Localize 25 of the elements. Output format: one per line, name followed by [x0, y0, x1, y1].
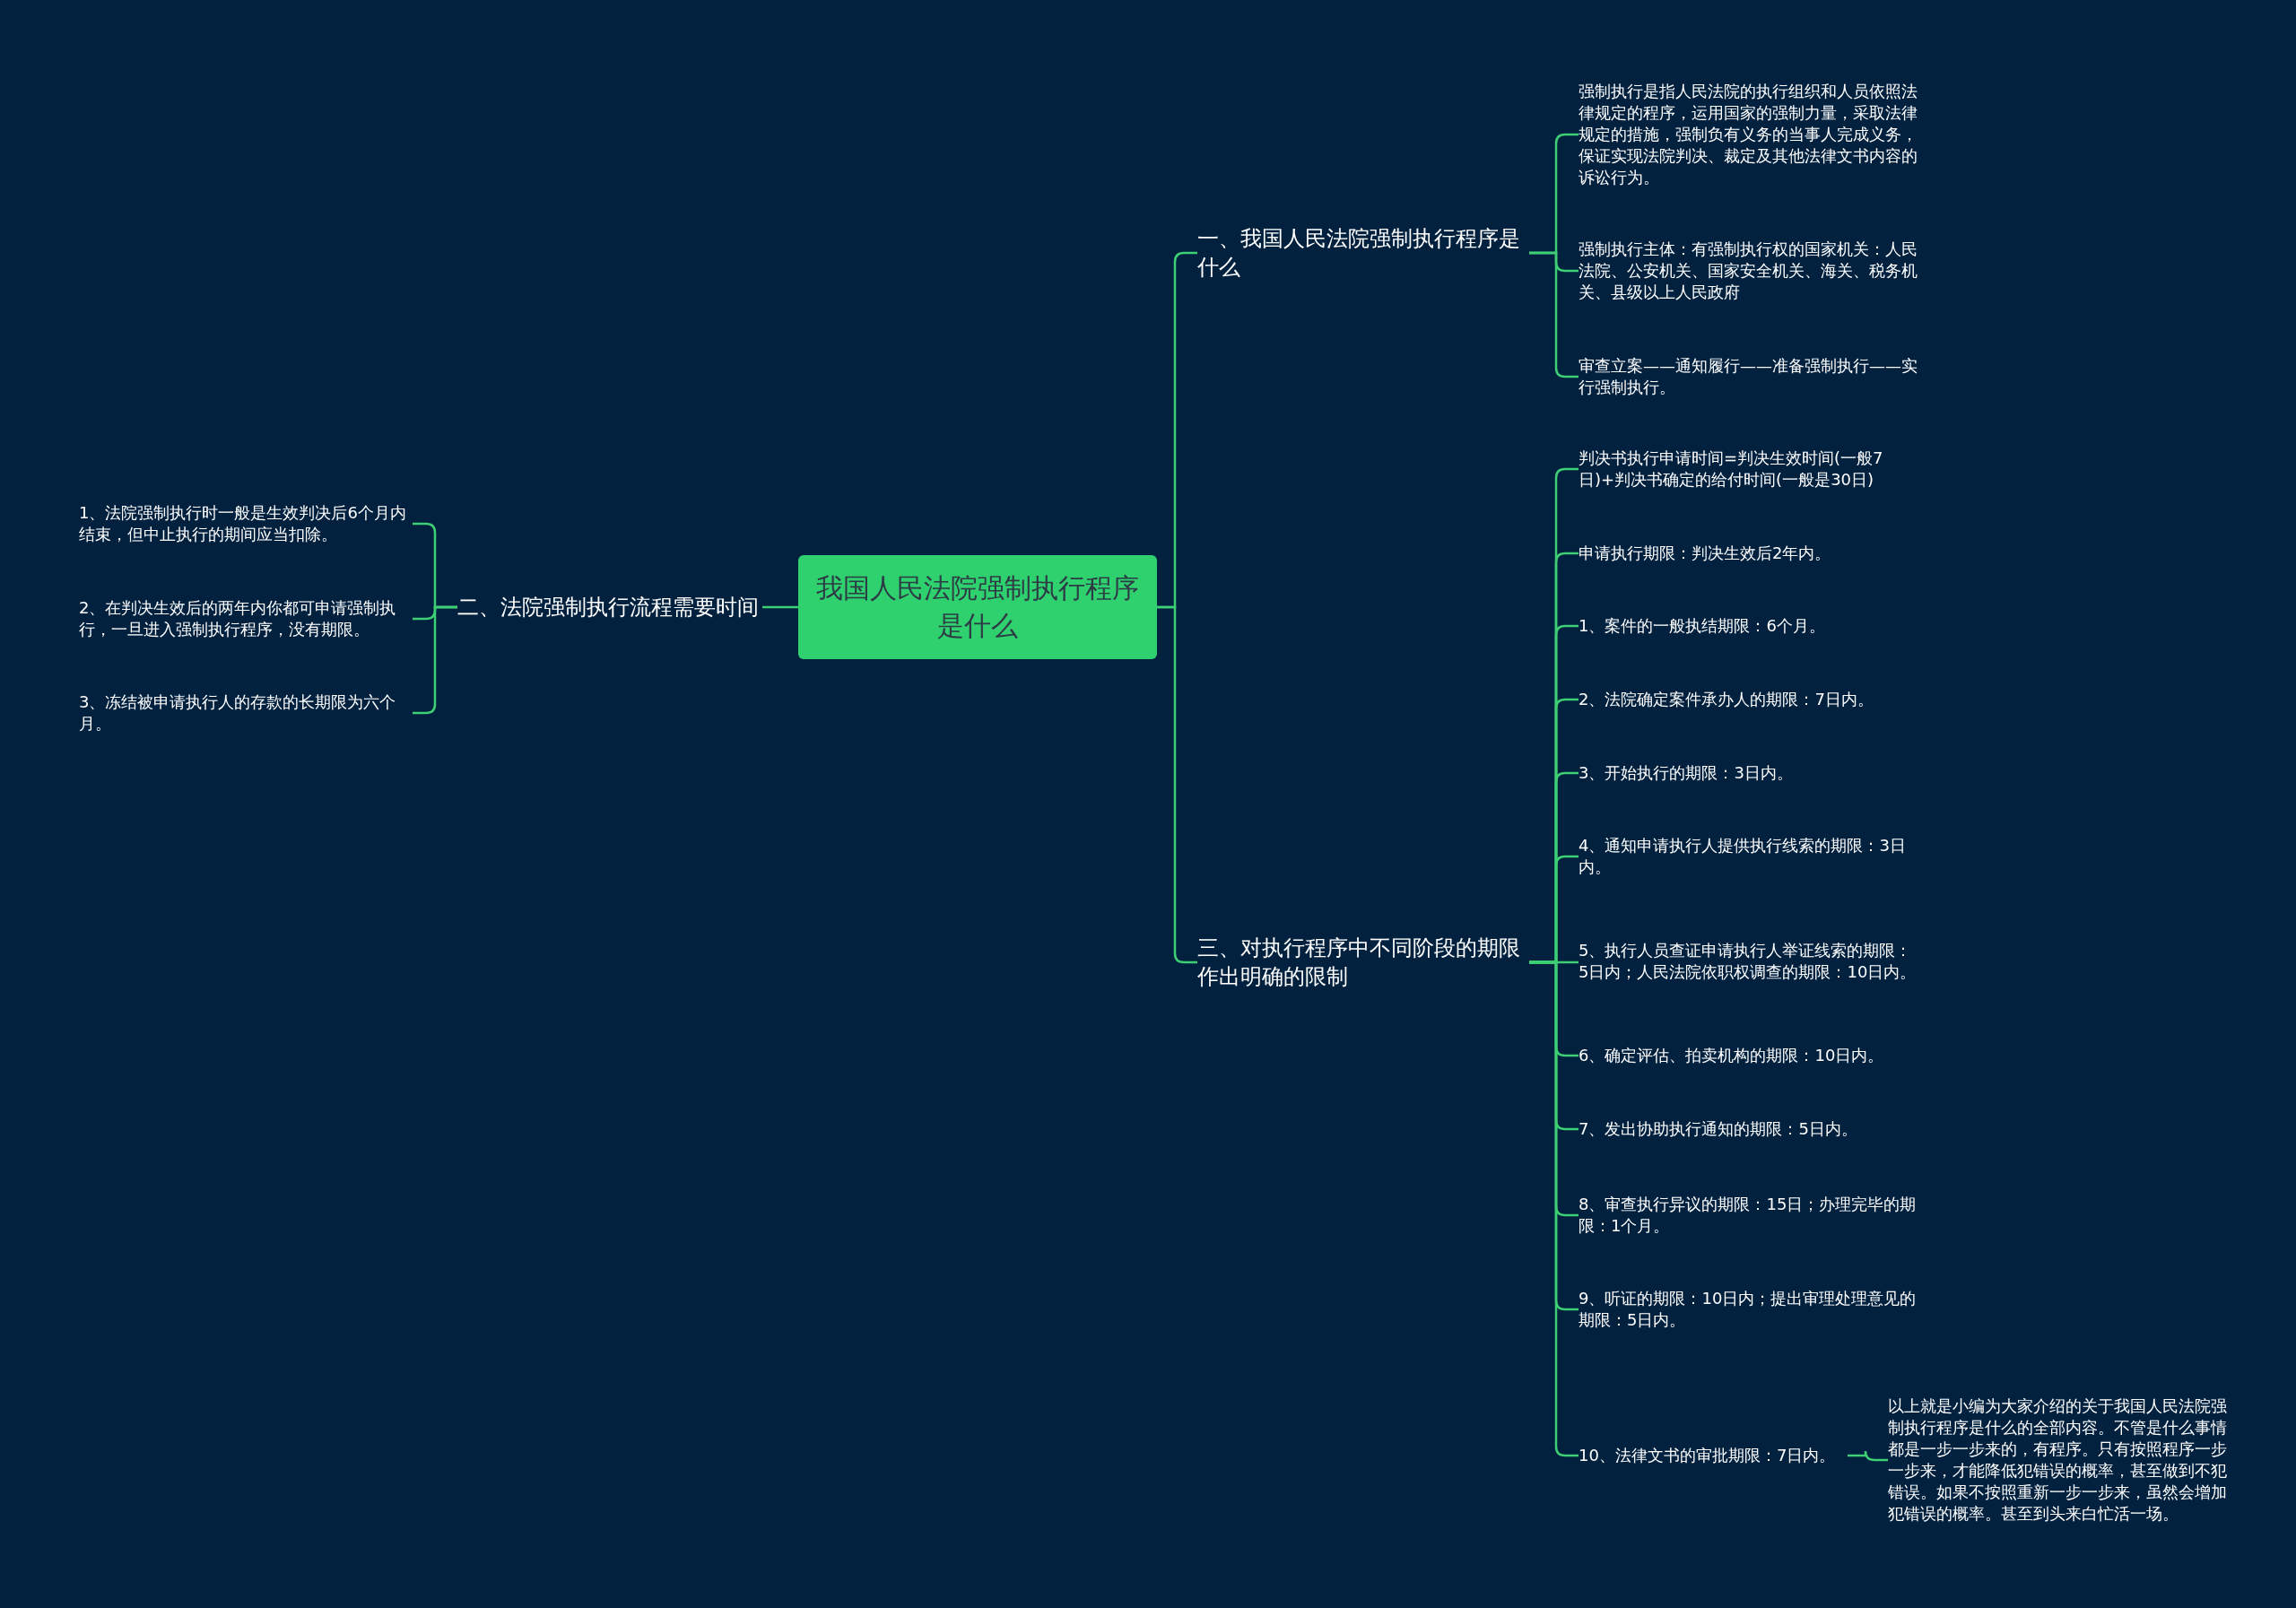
branch-topic: 一、我国人民法院强制执行程序是什么: [1197, 224, 1529, 282]
leaf-text: 强制执行是指人民法院的执行组织和人员依照法律规定的程序，运用国家的强制力量，采取法律规定的措施，强制负有义务的当事人完成义务，保证实现法院判决、裁定及其他法律文书内容的诉讼行为。: [1578, 81, 1919, 188]
leaf-text: 8、审查执行异议的期限：15日；办理完毕的期限：1个月。: [1578, 1194, 1919, 1237]
leaf-text: 10、法律文书的审批期限：7日内。: [1578, 1445, 1848, 1466]
leaf-text: 5、执行人员查证申请执行人举证线索的期限：5日内；人民法院依职权调查的期限：10日内。: [1578, 940, 1919, 983]
connector-line: [762, 605, 798, 609]
leaf-text: 1、法院强制执行时一般是生效判决后6个月内结束，但中止执行的期间应当扣除。: [79, 502, 413, 545]
leaf-text: 2、在判决生效后的两年内你都可申请强制执行，一旦进入强制执行程序，没有期限。: [79, 597, 413, 640]
leaf-text: 3、开始执行的期限：3日内。: [1578, 762, 1919, 784]
leaf-text: 申请执行期限：判决生效后2年内。: [1578, 543, 1919, 564]
leaf-text: 判决书执行申请时间=判决生效时间(一般7日)+判决书确定的给付时间(一般是30日): [1578, 448, 1919, 491]
leaf-text: 9、听证的期限：10日内；提出审理处理意见的期限：5日内。: [1578, 1288, 1919, 1331]
branch-topic: 二、法院强制执行流程需要时间: [457, 593, 762, 621]
leaf-text: 1、案件的一般执结期限：6个月。: [1578, 615, 1919, 637]
leaf-text: 审查立案——通知履行——准备强制执行——实行强制执行。: [1578, 355, 1919, 398]
connector-line: [1848, 1449, 1888, 1462]
central-topic-box: 我国人民法院强制执行程序是什么: [798, 555, 1157, 659]
leaf-text: 2、法院确定案件承办人的期限：7日内。: [1578, 689, 1919, 710]
leaf-text: 7、发出协助执行通知的期限：5日内。: [1578, 1118, 1919, 1140]
leaf-text: 强制执行主体：有强制执行权的国家机关：人民法院、公安机关、国家安全机关、海关、税务机关、县级以上人民政府: [1578, 239, 1919, 303]
leaf-text: 3、冻结被申请执行人的存款的长期限为六个月。: [79, 691, 413, 734]
leaf-text: 6、确定评估、拍卖机构的期限：10日内。: [1578, 1045, 1919, 1066]
leaf-text: 4、通知申请执行人提供执行线索的期限：3日内。: [1578, 835, 1919, 878]
branch-topic: 三、对执行程序中不同阶段的期限作出明确的限制: [1197, 934, 1529, 991]
note-text: 以上就是小编为大家介绍的关于我国人民法院强制执行程序是什么的全部内容。不管是什么事情都是一步一步来的，有程序。只有按照程序一步一步来，才能降低犯错误的概率，甚至做到不犯错误。如果不按照重新一步一步来，虽然会增加犯错误的概率。甚至到头来白忙活一场。: [1888, 1395, 2238, 1525]
